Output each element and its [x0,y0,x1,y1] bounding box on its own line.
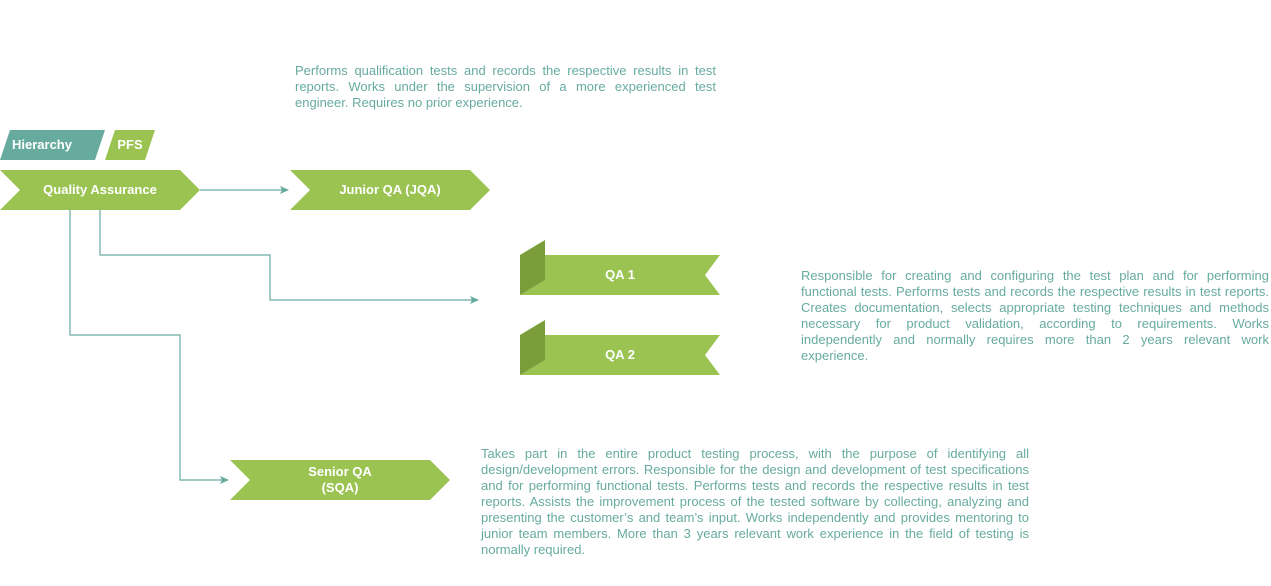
connector-root-to-senior [69,210,229,484]
pfs-tag-shape [105,130,155,160]
qa-description: Responsible for creating and configuring… [801,268,1269,363]
senior-node-label-line1: Senior QA [308,464,372,479]
qa1-ribbon-fold [520,240,545,295]
connector-root-to-qa [99,210,479,304]
qa2-node-label[interactable]: QA 2 [605,347,635,362]
senior-description: Takes part in the entire product testing… [481,446,1029,557]
hierarchy-tag-shape [0,130,105,160]
qa1-ribbon-shape [520,255,720,295]
qa2-ribbon-fold [520,320,545,375]
hierarchy-tag: Hierarchy [12,137,72,152]
qa1-node-label[interactable]: QA 1 [605,267,635,282]
qa2-ribbon-shape [520,335,720,375]
senior-node-shape [230,460,450,500]
root-node-shape [0,170,200,210]
senior-node-label[interactable]: Senior QA (SQA) [240,460,440,500]
root-node-label[interactable]: Quality Assurance [43,182,157,197]
pfs-tag: PFS [117,137,143,152]
senior-node-label-line2: (SQA) [321,480,359,495]
junior-description: Performs qualification tests and records… [295,63,716,110]
junior-node-label[interactable]: Junior QA (JQA) [339,182,441,197]
junior-node-shape [290,170,490,210]
